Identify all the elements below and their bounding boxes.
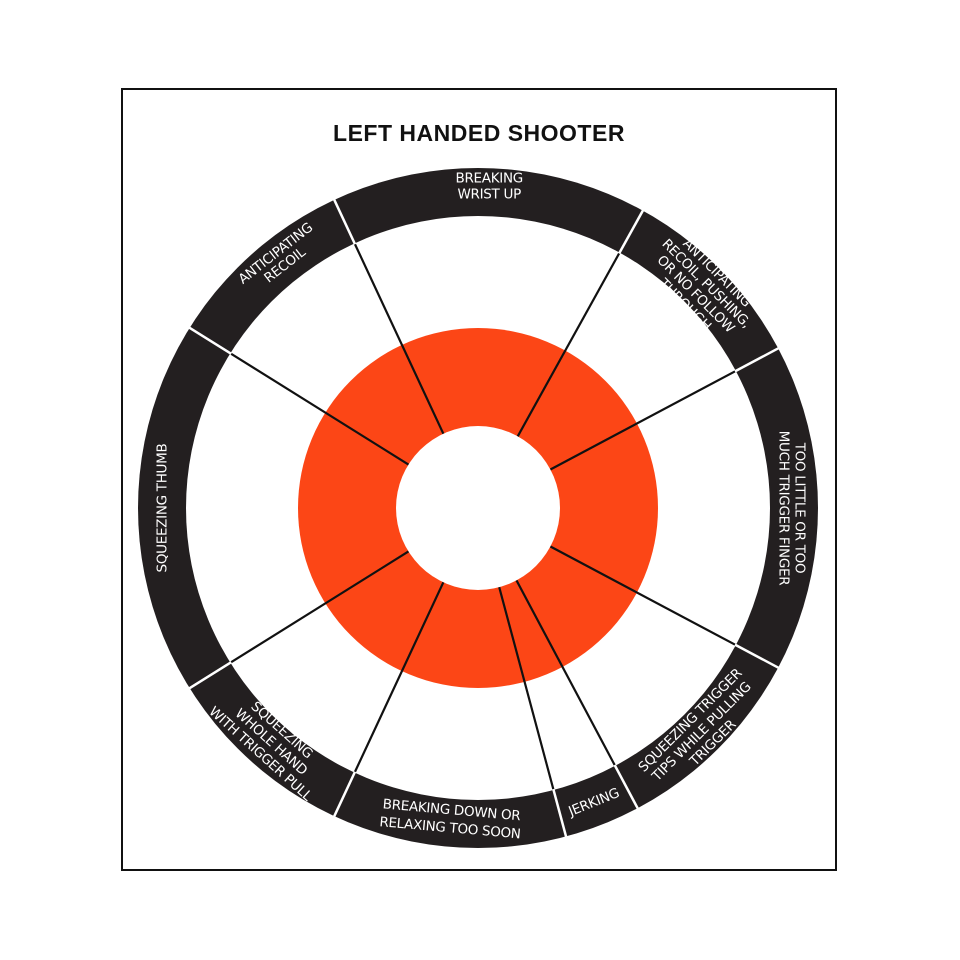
segment-label-right: TOO LITTLE OR TOOMUCH TRIGGER FINGER <box>776 431 808 586</box>
ring-gap <box>734 643 781 670</box>
ring-gap <box>187 661 232 691</box>
divider-line <box>516 252 621 437</box>
segment-label-line: TOO LITTLE OR TOO <box>792 442 808 574</box>
segment-label-left: SQUEEZING THUMB <box>155 444 171 573</box>
divider-line <box>549 545 737 647</box>
segment-dividers <box>187 197 781 839</box>
ring-gap <box>552 788 568 839</box>
divider-line <box>353 581 445 774</box>
ring-gap <box>613 764 640 811</box>
divider-line <box>549 369 737 471</box>
divider-line <box>498 586 555 791</box>
divider-line <box>229 352 410 466</box>
divider-line <box>229 550 410 664</box>
ring-gap <box>617 208 645 255</box>
ring-gap <box>332 197 357 245</box>
page-title: LEFT HANDED SHOOTER <box>333 120 625 146</box>
center-circle <box>396 426 560 590</box>
segment-label-line: SQUEEZING THUMB <box>155 444 171 573</box>
segment-label-line: BREAKING <box>455 171 522 187</box>
ring-gap <box>332 771 357 819</box>
ring-gap <box>187 325 232 355</box>
ring-gap <box>734 346 781 373</box>
segment-label-line: WRIST UP <box>457 187 521 203</box>
divider-line <box>353 242 445 435</box>
divider-line <box>515 579 617 767</box>
segment-label-line: MUCH TRIGGER FINGER <box>776 431 792 586</box>
